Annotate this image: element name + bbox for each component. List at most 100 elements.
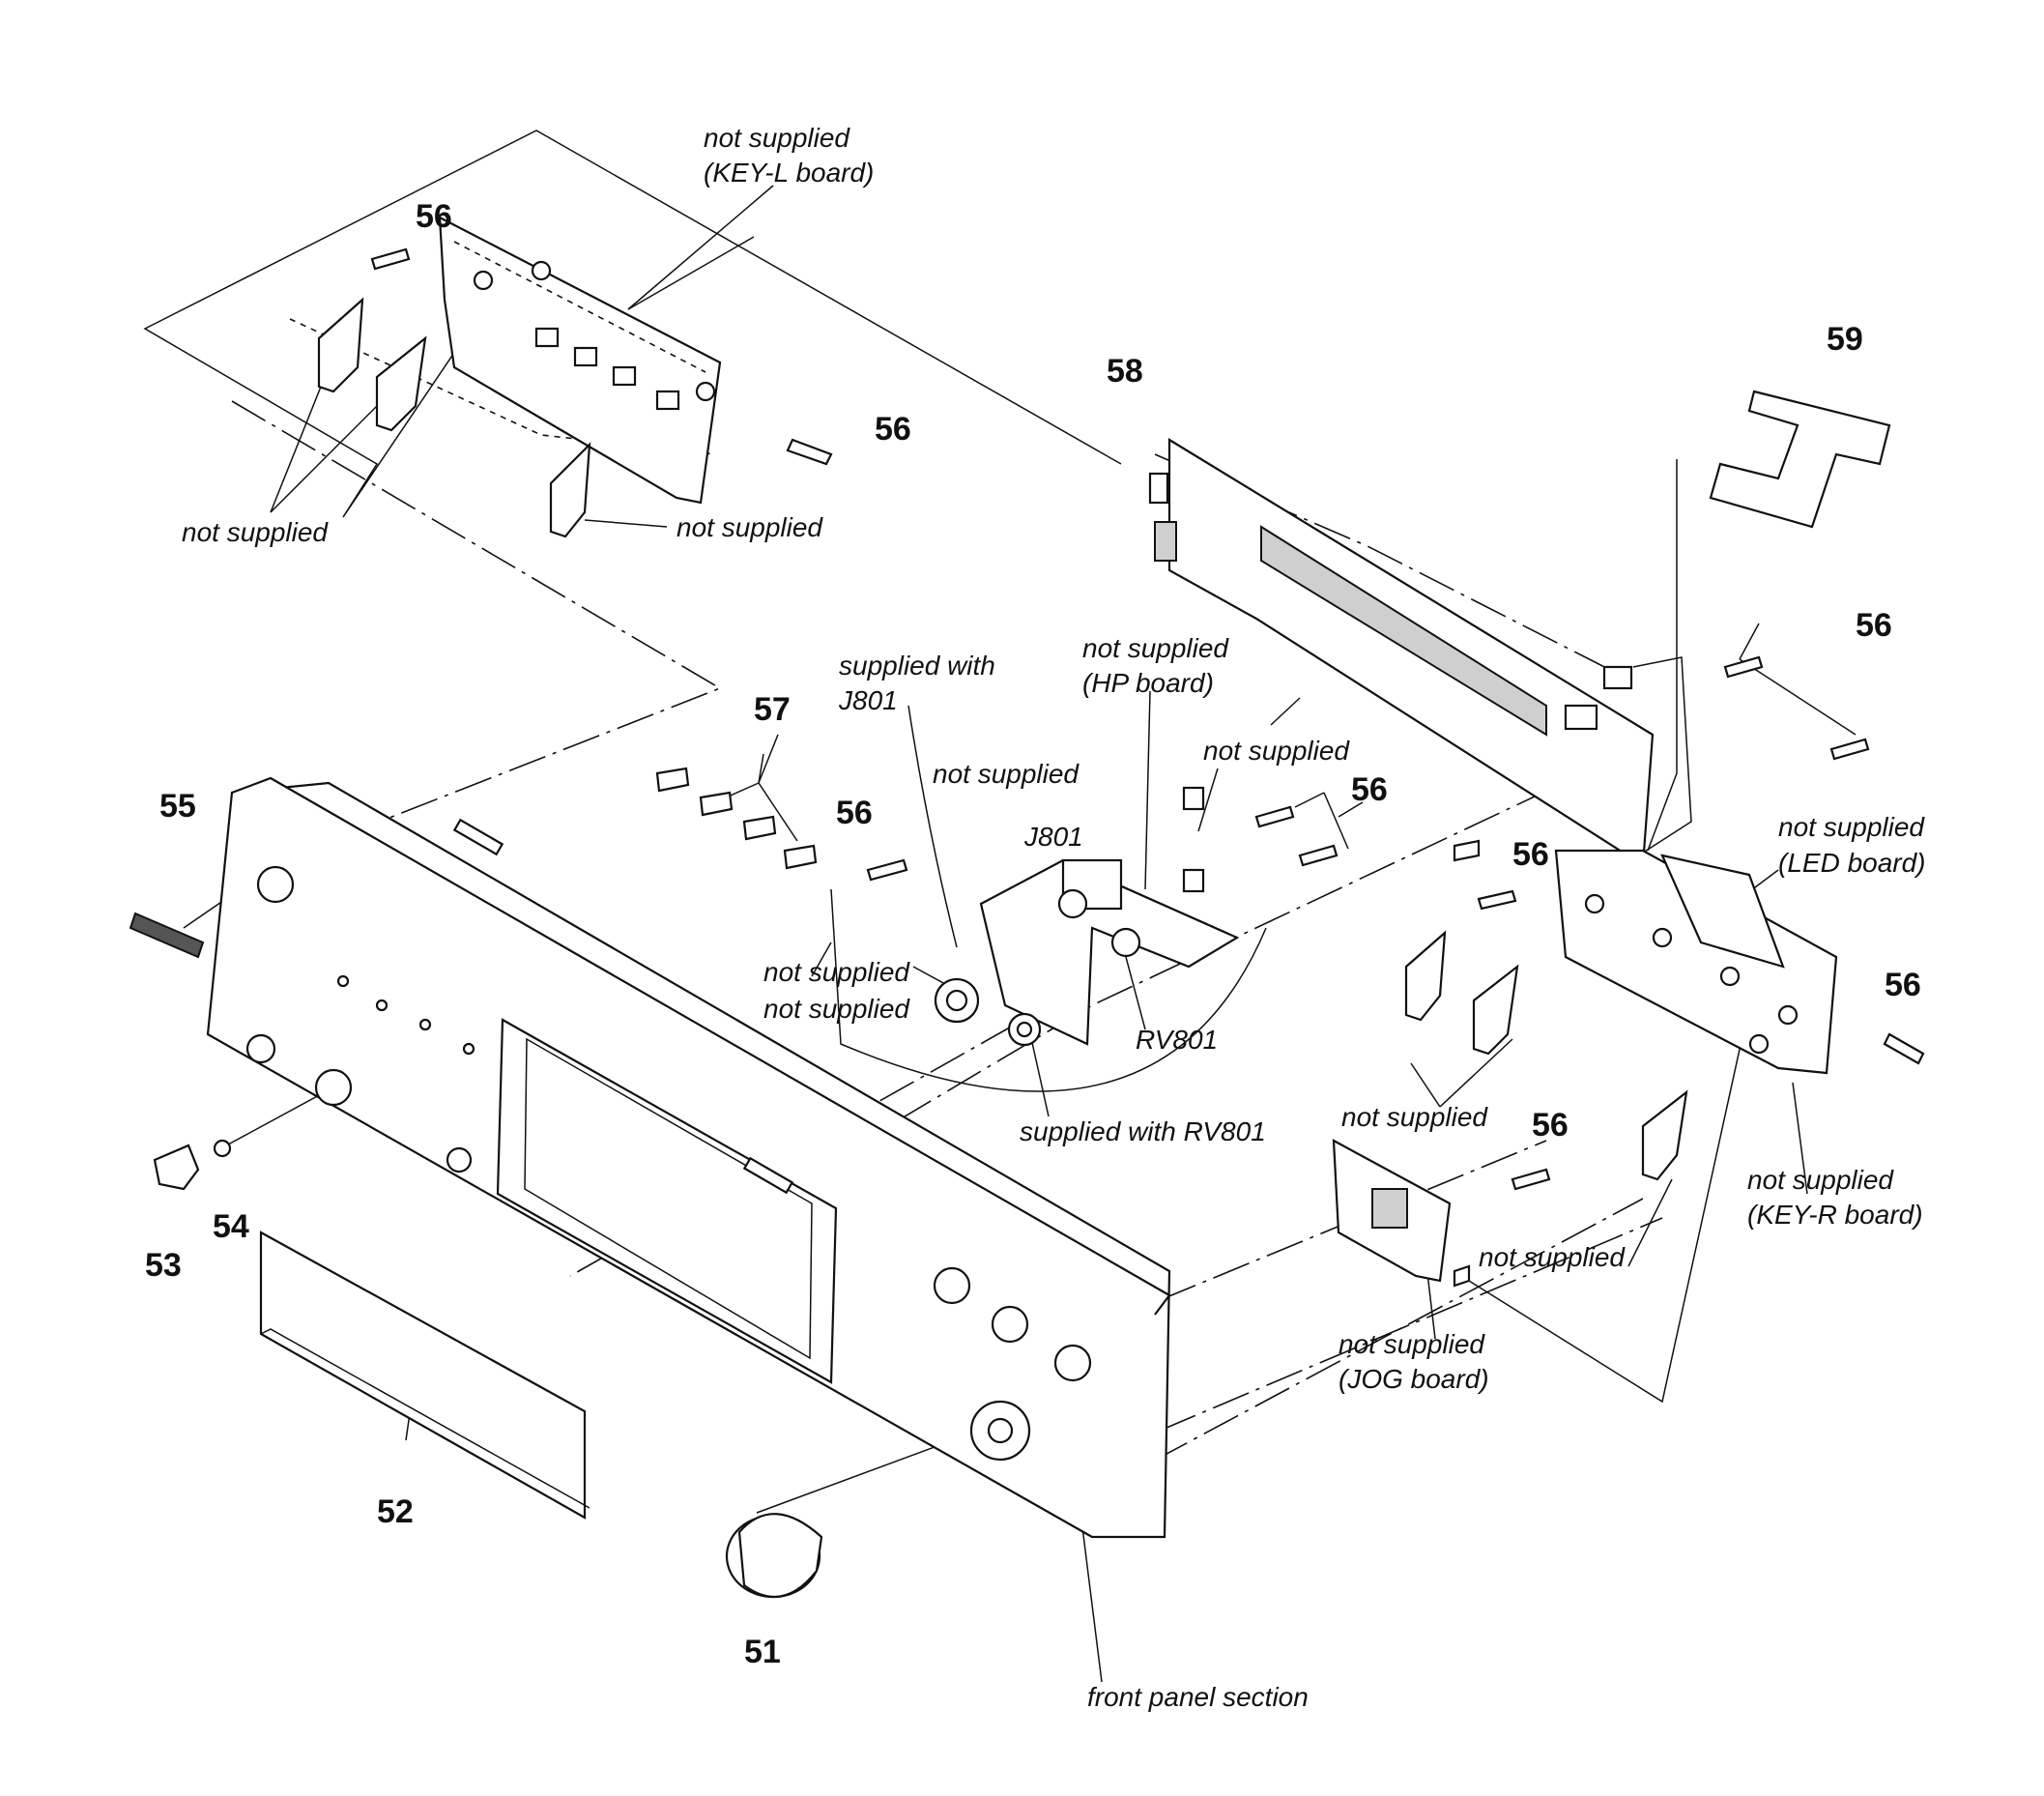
chain-line-left — [231, 400, 722, 871]
part-56-label-right: 56 — [1856, 607, 1892, 644]
part-51-label: 51 — [744, 1634, 781, 1670]
leader-bracket-a — [270, 366, 330, 513]
hole-left-3 — [446, 1146, 473, 1173]
button-hole-1 — [336, 974, 350, 988]
cable-59 — [1647, 459, 1678, 852]
part-58-label: 58 — [1107, 353, 1143, 390]
hp-board — [934, 786, 1481, 1047]
brackets-right — [1404, 930, 1688, 1181]
note-not-supplied-br: not supplied — [1479, 1242, 1626, 1272]
part-59-label: 59 — [1827, 321, 1863, 358]
leader-56-hp-1 — [1270, 697, 1301, 726]
screw-56-a — [370, 247, 411, 271]
note-not-supplied-left-2: not supplied — [763, 994, 910, 1024]
flat-cable-59-body — [1709, 390, 1891, 529]
filter-52-body — [259, 1231, 587, 1520]
key-l-hole-3 — [695, 381, 716, 402]
cable-hp-loop — [830, 888, 1267, 1092]
key-r-hole-4 — [1777, 1004, 1799, 1026]
leader-56-mid-1 — [1294, 792, 1325, 808]
key-r-board-pcb — [1554, 849, 1838, 1075]
key-l-switch-1 — [534, 327, 560, 348]
leader-not-supplied-keyr-2 — [1439, 1038, 1513, 1108]
part-51-knob — [725, 1513, 823, 1599]
display-tube — [1260, 525, 1547, 737]
bracket-right-3 — [1641, 1089, 1688, 1181]
logo-badge — [129, 912, 205, 959]
leader-not-supplied-keyr-1 — [1410, 1062, 1441, 1108]
screw-56-b — [786, 438, 833, 466]
leader-key-l-2 — [627, 236, 755, 310]
buttons-57 — [655, 767, 818, 870]
note-not-supplied-mid: not supplied — [933, 759, 1080, 789]
part-56-label-jog: 56 — [1532, 1107, 1569, 1144]
leader-front-panel — [1081, 1526, 1103, 1683]
bracket-left-2 — [375, 335, 427, 432]
key-l-board — [438, 216, 722, 505]
leader-57-2 — [758, 753, 764, 784]
note-bracket-c: not supplied — [677, 512, 823, 542]
screws-mid — [866, 655, 1925, 1191]
leader-rv801 — [1125, 956, 1146, 1030]
connector-hp-1 — [1182, 786, 1205, 811]
jog-board — [1332, 1139, 1471, 1288]
button-hole-3 — [418, 1018, 432, 1031]
knob-51-side — [737, 1513, 823, 1599]
leader-57-1 — [758, 734, 779, 784]
note-key-l-2: (KEY-L board) — [704, 158, 874, 188]
screw-56-e — [1298, 844, 1339, 867]
button-right-3 — [1053, 1344, 1092, 1382]
screw-56-f — [1477, 889, 1517, 911]
part-56-label-top: 56 — [416, 198, 452, 235]
leader-supplied-rv801 — [1028, 1028, 1050, 1117]
filter-52-edge — [260, 1328, 590, 1509]
nut-j801-hole — [945, 989, 968, 1012]
display-board — [1148, 438, 1655, 867]
part-53-knob — [153, 1139, 232, 1191]
display-connector-3 — [1602, 665, 1633, 690]
key-l-switch-3 — [612, 365, 637, 387]
leader-lines — [143, 130, 1857, 1683]
part-number-labels: 56 56 58 59 56 57 55 56 56 56 56 56 53 5… — [145, 198, 1921, 1670]
jog-dial-center — [987, 1417, 1014, 1444]
cable-led — [1623, 656, 1692, 866]
hole-left-2 — [314, 1068, 353, 1107]
leader-key-l — [627, 185, 774, 310]
front-panel-slot-1 — [452, 818, 504, 856]
led-board-pcb — [1660, 854, 1785, 969]
cable-key-r — [1468, 1004, 1750, 1404]
leader-56-right-2 — [1739, 658, 1857, 736]
front-panel-top-edge — [231, 776, 1171, 1316]
button-57-b — [699, 791, 734, 817]
front-panel-window-inner — [524, 1037, 813, 1360]
knob-53-body — [153, 1144, 200, 1191]
part-56-label-led: 56 — [1512, 836, 1549, 873]
note-led-board-1: not supplied — [1778, 812, 1925, 842]
annotation-notes: not supplied (KEY-L board) not supplied … — [182, 123, 1926, 1712]
note-jog-board-1: not supplied — [1339, 1329, 1485, 1359]
ribbon-cable-key-l — [143, 130, 1122, 518]
leader-56-mid-2 — [1323, 792, 1349, 850]
display-connector-4 — [1564, 704, 1598, 731]
note-key-r-board-2: (KEY-R board) — [1747, 1200, 1923, 1230]
button-57-a — [655, 767, 690, 793]
leader-not-supplied-hp — [1197, 768, 1219, 832]
key-r-hole-2 — [1652, 927, 1673, 948]
note-j801: J801 — [1023, 822, 1083, 852]
ring-54 — [213, 1139, 232, 1158]
chain-line-keyr-2 — [1101, 1198, 1644, 1490]
leader-56-right-1 — [1739, 623, 1760, 660]
key-r-hole-5 — [1748, 1033, 1770, 1055]
leader-54 — [216, 1086, 334, 1151]
note-not-supplied-left-1: not supplied — [763, 957, 910, 987]
leader-bracket-b — [270, 386, 397, 513]
brackets-left — [317, 297, 591, 538]
power-hole — [256, 865, 295, 904]
note-key-r-board-1: not supplied — [1747, 1165, 1894, 1195]
note-brackets-left: not supplied — [182, 517, 329, 547]
note-key-l-1: not supplied — [704, 123, 850, 153]
part-57-label: 57 — [754, 691, 791, 728]
bracket-right-1 — [1404, 930, 1447, 1022]
front-panel-slot-2 — [742, 1156, 794, 1195]
